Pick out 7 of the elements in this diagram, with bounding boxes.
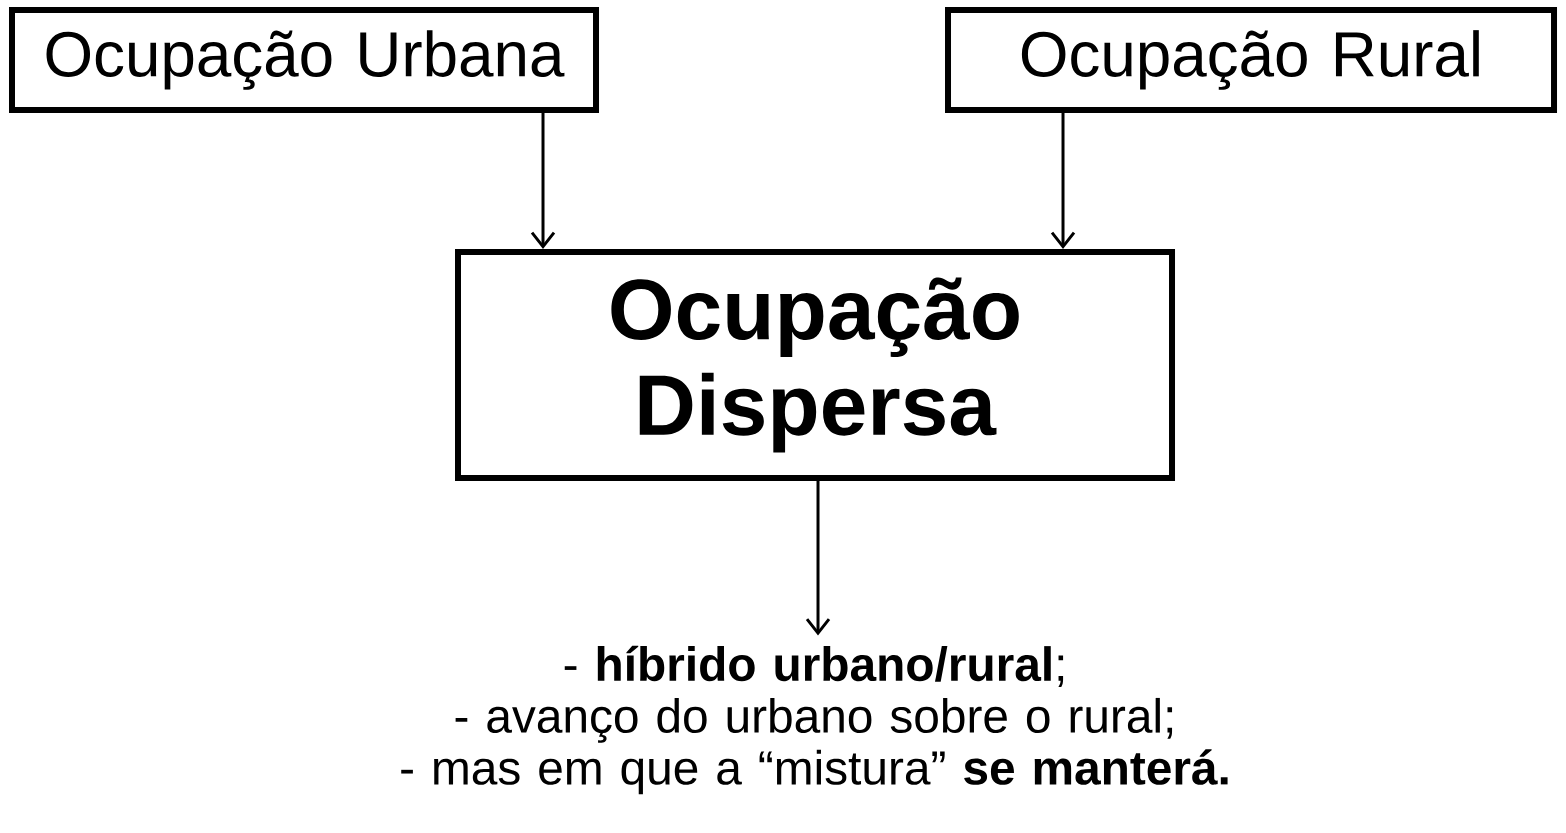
arrow: [530, 113, 556, 249]
arrow: [1050, 113, 1076, 249]
note-text: - híbrido urbano/rural; - avanço do urbano sobre o rural; - mas em que a “mistura” se manterá.: [401, 645, 1228, 795]
process-box: Ocupação Urbana: [9, 7, 599, 113]
process-box: Ocupação Rural: [945, 7, 1557, 113]
arrow: [805, 481, 831, 636]
process-box: Ocupação Dispersa: [455, 249, 1175, 481]
